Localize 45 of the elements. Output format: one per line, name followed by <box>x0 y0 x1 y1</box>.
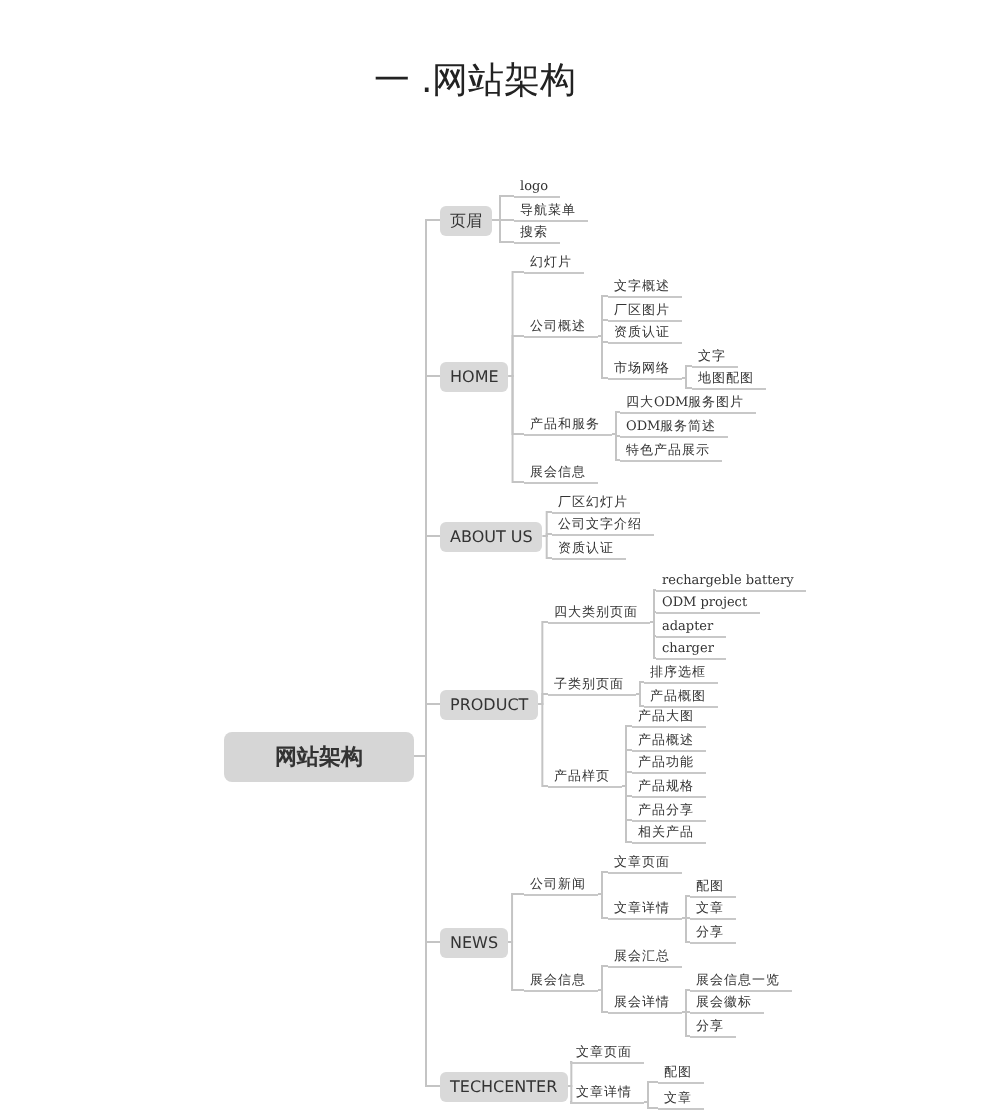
connector-line <box>681 917 691 943</box>
connector-line <box>507 375 525 483</box>
connector-line <box>643 1081 659 1103</box>
connector-line <box>681 895 691 919</box>
connector-line <box>681 1011 691 1037</box>
connector-line <box>649 621 657 659</box>
connector-line <box>541 511 553 537</box>
connector-line <box>681 989 691 1013</box>
topic-box: 页眉 <box>440 205 492 235</box>
connector-line <box>621 771 633 787</box>
connector-line <box>597 965 609 991</box>
connector-line <box>597 335 609 379</box>
connector-line <box>681 917 691 919</box>
connector-line <box>413 755 441 1087</box>
connector-line <box>643 1101 659 1109</box>
topic-box: TECHCENTER <box>440 1071 568 1101</box>
connector-line <box>611 433 621 461</box>
root-box: 网站架构 <box>224 731 414 781</box>
connector-line <box>597 893 609 919</box>
topic-box: ABOUT US <box>440 521 543 551</box>
connector-line <box>537 693 549 705</box>
connector-line <box>621 785 633 843</box>
connector-line <box>611 411 621 435</box>
topic-box: NEWS <box>440 927 509 957</box>
connector-line <box>635 693 645 707</box>
topic-box: HOME <box>440 361 509 391</box>
connector-line <box>537 703 549 787</box>
connector-line <box>597 335 609 343</box>
connector-line <box>507 941 525 991</box>
topic-box: PRODUCT <box>440 689 539 719</box>
connector-line <box>597 871 609 895</box>
connector-line <box>566 1061 573 1087</box>
connector-line <box>597 989 609 1013</box>
connector-line <box>635 681 645 695</box>
connector-line <box>507 893 525 943</box>
connector-line <box>566 1085 573 1103</box>
title: 一 .网站架构 <box>371 58 579 104</box>
connector-line <box>597 319 609 337</box>
connector-line <box>649 611 657 623</box>
connector-line <box>611 433 621 437</box>
connector-line <box>541 535 553 559</box>
connector-line <box>681 365 693 379</box>
connector-line <box>681 377 693 389</box>
connector-line <box>507 335 525 377</box>
connector-line <box>681 1011 691 1013</box>
